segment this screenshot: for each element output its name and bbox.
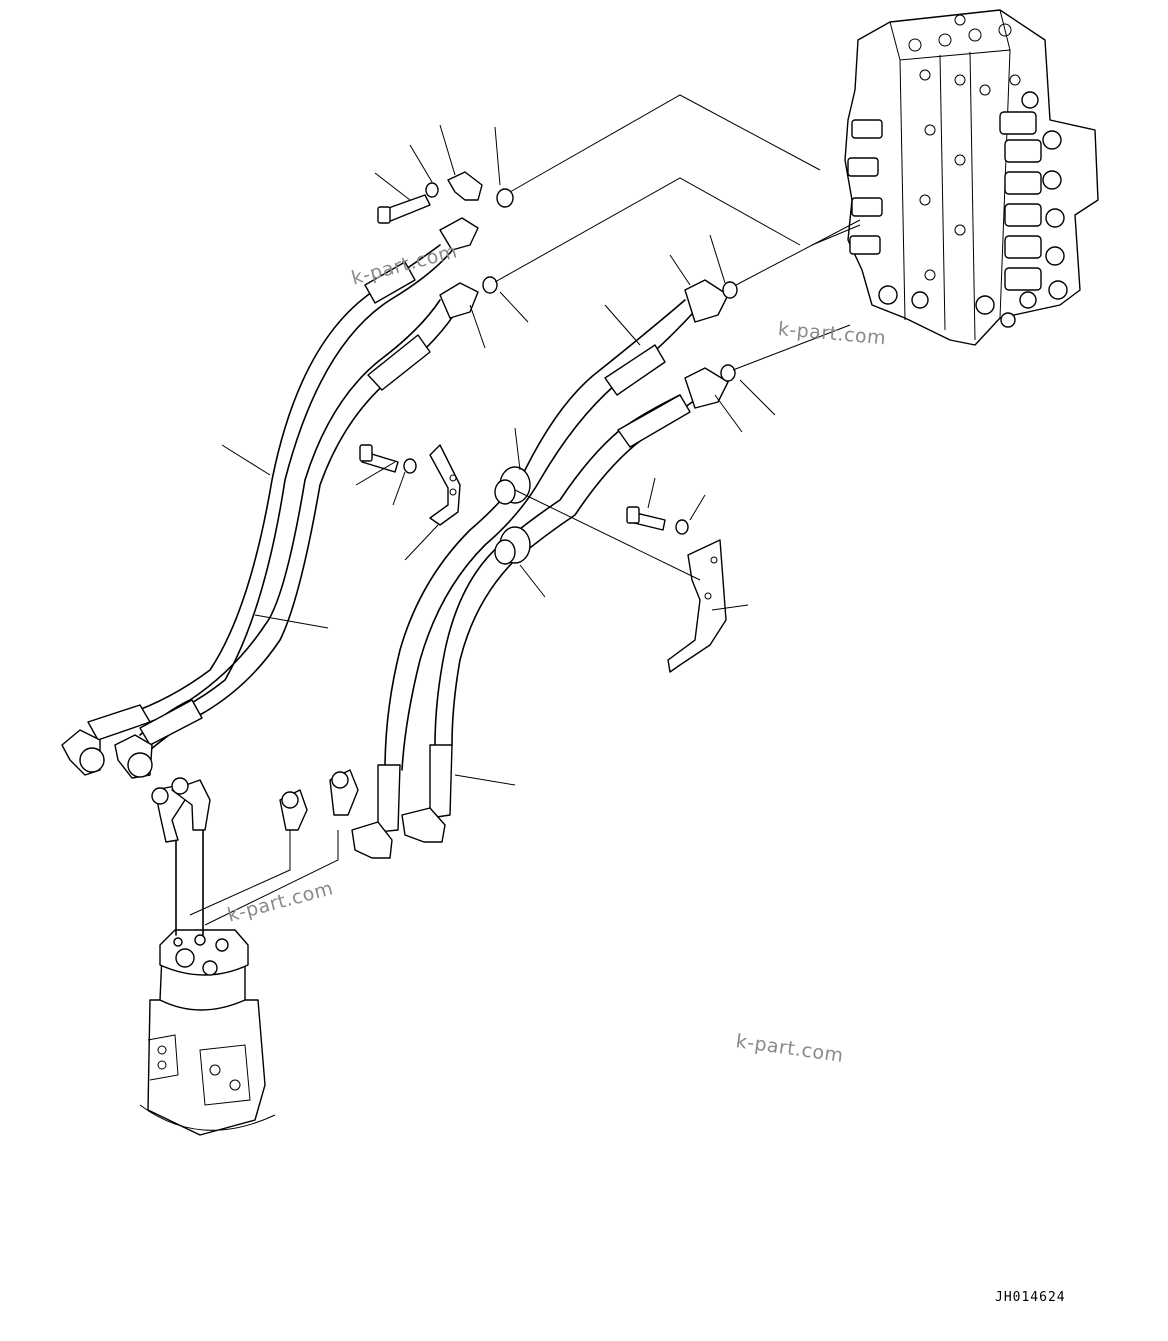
- swivel-joint: [139, 929, 276, 1136]
- drawing-code: JH014624: [995, 1290, 1066, 1305]
- right-hose-inner: [401, 367, 729, 843]
- mounting-bracket-right: [667, 539, 727, 673]
- left-hose-outer: [61, 217, 479, 776]
- o-rings: [482, 276, 738, 382]
- bolt-top: [377, 171, 514, 224]
- bolt-middle: [359, 444, 417, 474]
- left-hose-inner: [114, 282, 479, 779]
- hose-grommets: [494, 466, 531, 565]
- right-hose-outer: [351, 279, 729, 859]
- clamp-bracket-left: [429, 444, 461, 526]
- control-valve: [844, 9, 1099, 346]
- leader-lines: [221, 94, 861, 786]
- bolt-right: [626, 506, 689, 535]
- elbow-fittings: [151, 769, 359, 843]
- swivel-tubes: [175, 829, 339, 936]
